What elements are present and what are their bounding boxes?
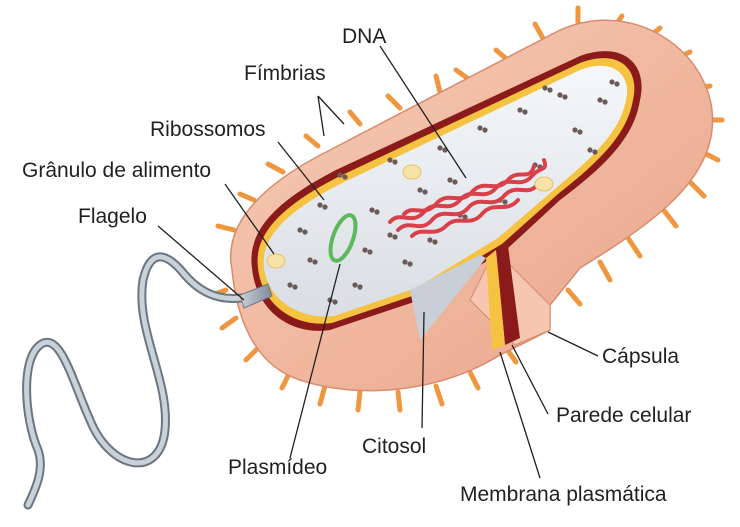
- label-citosol: Citosol: [362, 435, 427, 458]
- dna-nucleoid: [388, 158, 547, 238]
- cytosol-area: [263, 65, 628, 317]
- plasmid: [328, 213, 358, 263]
- label-ribossomos: Ribossomos: [150, 118, 266, 141]
- cytosol-cut-face: [410, 255, 486, 340]
- label-flagelo: Flagelo: [78, 205, 147, 228]
- label-membrana-plasmatica: Membrana plasmática: [460, 483, 667, 506]
- flagellum-hook: [239, 283, 273, 309]
- label-parede-celular: Parede celular: [556, 404, 692, 427]
- label-dna: DNA: [342, 25, 387, 48]
- food-granule-3: [534, 176, 554, 192]
- label-plasmideo: Plasmídeo: [228, 456, 328, 479]
- label-capsula: Cápsula: [602, 345, 680, 368]
- label-granulo-de-alimento: Grânulo de alimento: [22, 159, 212, 182]
- membrane-cut-layer: [486, 250, 505, 350]
- flagellum-highlight: [24, 254, 268, 508]
- leader-lines: [157, 45, 599, 479]
- label-fimbrias: Fímbrias: [244, 62, 326, 85]
- food-granule-1: [266, 253, 286, 269]
- food-granule-2: [402, 164, 422, 180]
- wall-cut-layer: [496, 246, 520, 345]
